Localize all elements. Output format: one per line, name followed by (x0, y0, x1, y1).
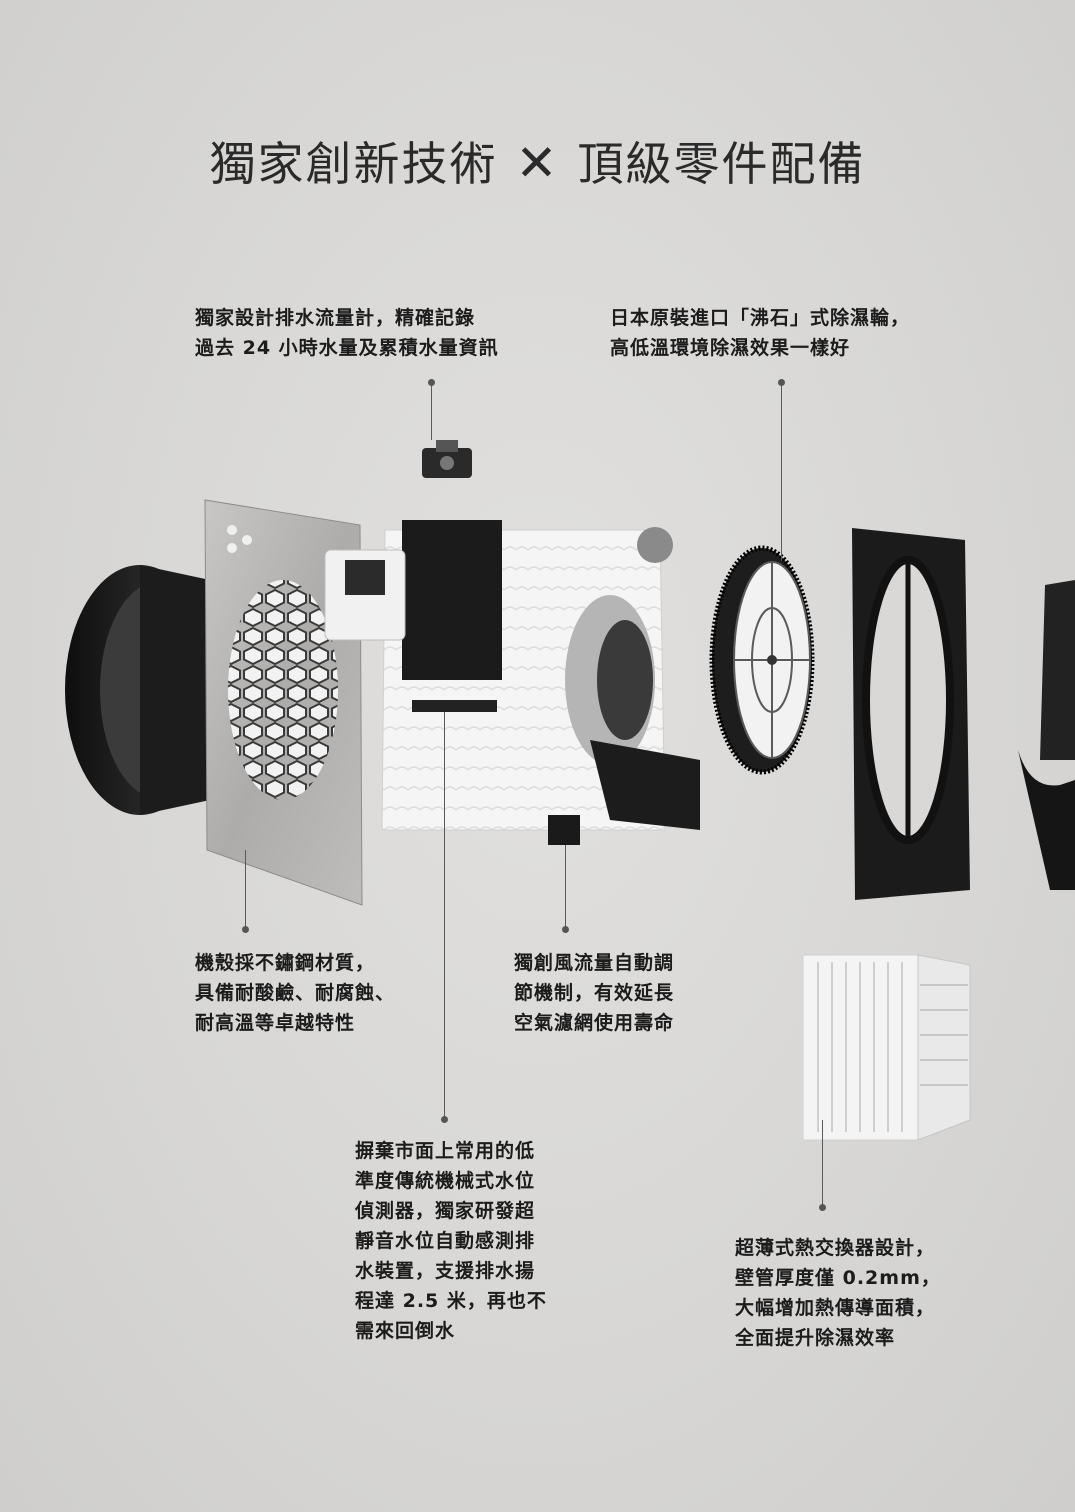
page-title: 獨家創新技術 ✕ 頂級零件配備 (0, 128, 1075, 194)
leader-dot-casing (242, 926, 249, 933)
leader-dot-pump (441, 1116, 448, 1123)
leader-dot-zeolite (778, 379, 785, 386)
round-duct-part (65, 565, 216, 815)
fan-icon (597, 620, 653, 740)
louvered-exchanger-part (802, 954, 971, 1141)
drain-flowmeter-part (422, 440, 472, 478)
side-bracket-part (1018, 580, 1075, 890)
honeycomb-filter-icon (228, 580, 338, 800)
title-right: 頂級零件配備 (577, 137, 866, 191)
leader-line-pump (444, 712, 445, 1117)
blower-fan-part (548, 595, 700, 845)
leader-dot-airflow (562, 926, 569, 933)
title-left: 獨家創新技術 (209, 137, 498, 191)
callout-casing: 機殼採不鏽鋼材質， 具備耐酸鹼、耐腐蝕、 耐高溫等卓越特性 (195, 952, 396, 1034)
callout-airflow: 獨創風流量自動調 節機制，有效延長 空氣濾網使用壽命 (514, 952, 675, 1034)
leader-line-casing (245, 850, 246, 928)
title-separator: ✕ (515, 134, 560, 192)
leader-line-flowmeter (431, 386, 432, 440)
leader-line-zeolite (781, 386, 782, 561)
rear-housing-frame (852, 528, 970, 900)
callout-pump: 摒棄市面上常用的低 準度傳統機械式水位 偵測器，獨家研發超 靜音水位自動感測排 … (355, 1140, 547, 1342)
leader-dot-exchanger (819, 1204, 826, 1211)
leader-line-exchanger (822, 1120, 823, 1205)
callout-exchanger: 超薄式熱交換器設計， 壁管厚度僅 0.2mm， 大幅增加熱傳導面積， 全面提升除… (735, 1237, 941, 1349)
callout-zeolite: 日本原裝進口「沸石」式除濕輪， 高低溫環境除濕效果一樣好 (610, 307, 911, 359)
callout-flowmeter: 獨家設計排水流量計，精確記錄 過去 24 小時水量及累積水量資訊 (195, 307, 499, 359)
steel-casing-plate (204, 499, 363, 906)
zeolite-wheel-part (709, 545, 815, 775)
leader-line-airflow (565, 845, 566, 927)
leader-dot-flowmeter (428, 379, 435, 386)
